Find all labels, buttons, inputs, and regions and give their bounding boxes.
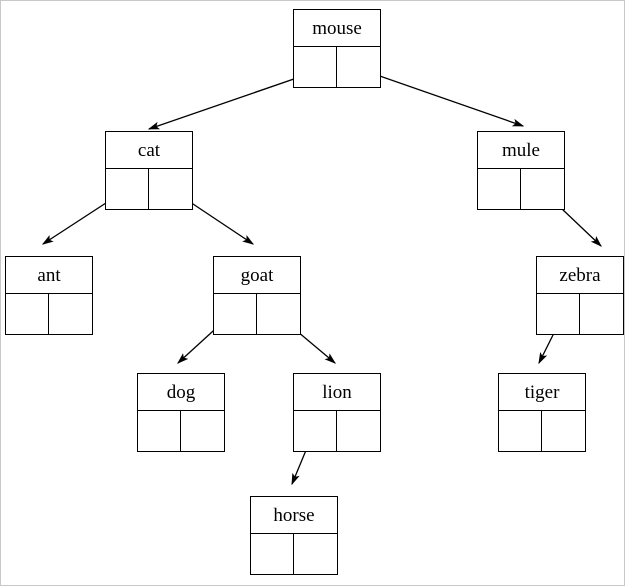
right-pointer-cell-ant[interactable]: [49, 294, 92, 334]
right-pointer-cell-lion[interactable]: [337, 411, 380, 451]
tree-node-tiger[interactable]: tiger: [498, 373, 586, 452]
right-pointer-cell-dog[interactable]: [181, 411, 224, 451]
right-pointer-cell-cat[interactable]: [149, 169, 192, 209]
node-label-ant: ant: [6, 257, 92, 294]
node-label-mule: mule: [478, 132, 564, 169]
right-pointer-cell-tiger[interactable]: [542, 411, 585, 451]
left-pointer-cell-horse[interactable]: [251, 534, 294, 574]
node-pointer-cells-tiger: [499, 411, 585, 451]
tree-node-dog[interactable]: dog: [137, 373, 225, 452]
tree-node-lion[interactable]: lion: [293, 373, 381, 452]
tree-node-mule[interactable]: mule: [477, 131, 565, 210]
node-label-tiger: tiger: [499, 374, 585, 411]
node-label-lion: lion: [294, 374, 380, 411]
node-pointer-cells-dog: [138, 411, 224, 451]
node-pointer-cells-horse: [251, 534, 337, 574]
node-pointer-cells-ant: [6, 294, 92, 334]
left-pointer-cell-goat[interactable]: [214, 294, 257, 334]
left-pointer-cell-lion[interactable]: [294, 411, 337, 451]
node-label-horse: horse: [251, 497, 337, 534]
left-pointer-cell-dog[interactable]: [138, 411, 181, 451]
left-pointer-cell-tiger[interactable]: [499, 411, 542, 451]
node-pointer-cells-cat: [106, 169, 192, 209]
tree-node-mouse[interactable]: mouse: [293, 9, 381, 88]
node-label-zebra: zebra: [537, 257, 623, 294]
right-pointer-cell-goat[interactable]: [257, 294, 300, 334]
node-pointer-cells-mouse: [294, 47, 380, 87]
left-pointer-cell-mule[interactable]: [478, 169, 521, 209]
left-pointer-cell-zebra[interactable]: [537, 294, 580, 334]
right-pointer-cell-horse[interactable]: [294, 534, 337, 574]
left-pointer-cell-mouse[interactable]: [294, 47, 337, 87]
tree-node-cat[interactable]: cat: [105, 131, 193, 210]
node-pointer-cells-zebra: [537, 294, 623, 334]
right-pointer-cell-zebra[interactable]: [580, 294, 623, 334]
edge-mouse-left-to-cat: [147, 70, 318, 130]
node-label-mouse: mouse: [294, 10, 380, 47]
left-pointer-cell-ant[interactable]: [6, 294, 49, 334]
left-pointer-cell-cat[interactable]: [106, 169, 149, 209]
node-pointer-cells-goat: [214, 294, 300, 334]
tree-node-horse[interactable]: horse: [250, 496, 338, 575]
tree-node-ant[interactable]: ant: [5, 256, 93, 335]
tree-node-goat[interactable]: goat: [213, 256, 301, 335]
node-pointer-cells-lion: [294, 411, 380, 451]
node-label-cat: cat: [106, 132, 192, 169]
node-label-dog: dog: [138, 374, 224, 411]
node-label-goat: goat: [214, 257, 300, 294]
edge-mouse-right-to-mule: [356, 67, 525, 127]
tree-node-zebra[interactable]: zebra: [536, 256, 624, 335]
right-pointer-cell-mouse[interactable]: [337, 47, 380, 87]
right-pointer-cell-mule[interactable]: [521, 169, 564, 209]
node-pointer-cells-mule: [478, 169, 564, 209]
